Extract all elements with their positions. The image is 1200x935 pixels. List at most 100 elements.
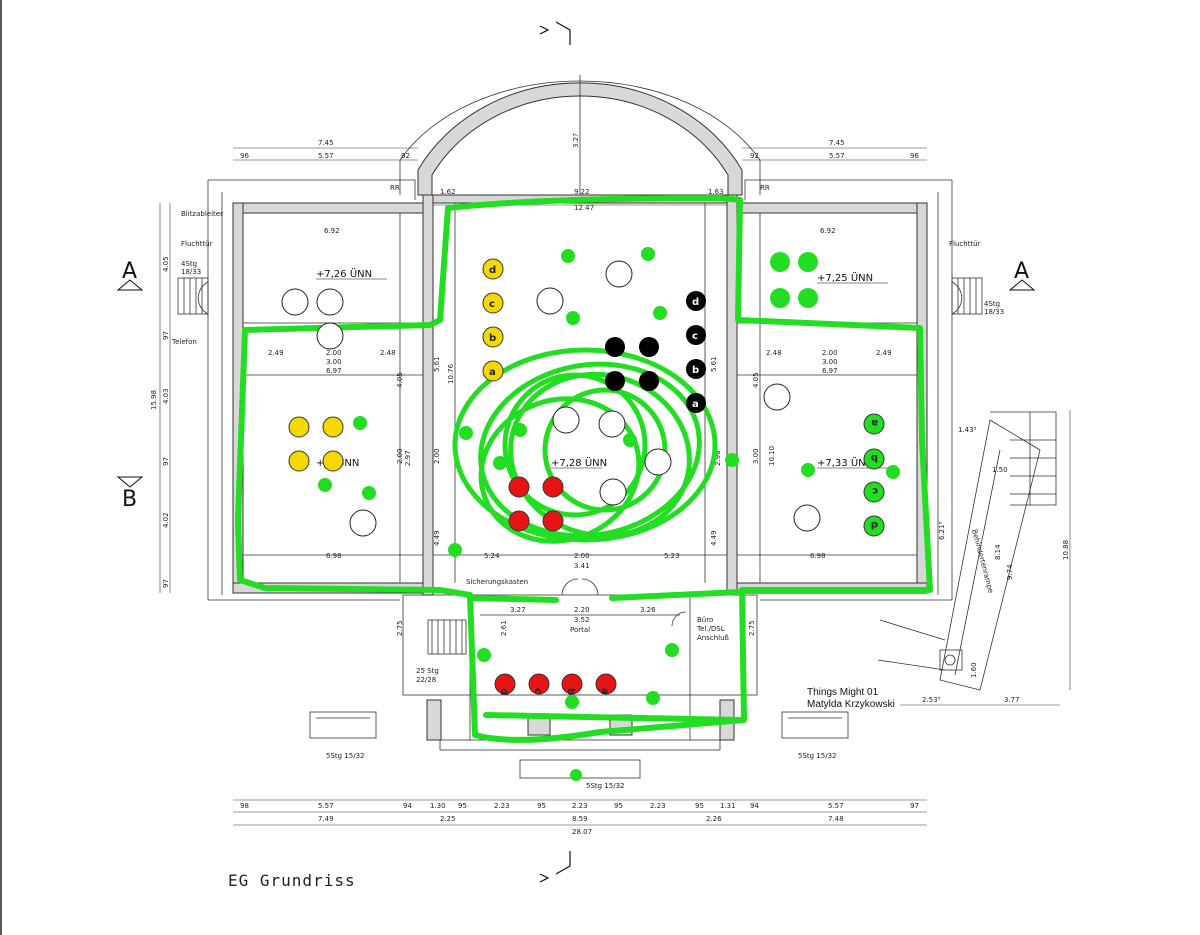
dim-room-16: 6.98 — [810, 552, 826, 560]
dim-bottom-11: 95 — [695, 802, 704, 810]
rr-right-label: RR — [760, 184, 770, 192]
section-markers: A A B — [116, 21, 1036, 883]
svg-text:b: b — [565, 688, 576, 695]
dim-vert-10: 5.61 — [710, 356, 718, 372]
dim-room-6: 2.48 — [766, 349, 782, 357]
dim-vert-15: 2.00 — [396, 448, 404, 464]
dim-lower-12: 10.88 — [1062, 540, 1070, 560]
dim-lower-16: 1.60 — [970, 662, 978, 678]
dim-bottom-21: 28.07 — [572, 828, 592, 836]
black-markers: d c b a — [605, 291, 706, 413]
yellow-marker-b: b — [482, 326, 504, 348]
svg-text:a: a — [599, 688, 610, 695]
plan-lines — [177, 75, 1057, 779]
red-markers: d c b a — [494, 476, 617, 695]
dim-lower-4: 3.26 — [640, 606, 656, 614]
blitzableiter-label: Blitzableiter — [181, 210, 223, 218]
dim-vert-19: 3.00 — [752, 448, 760, 464]
section-b-left-label: B — [122, 487, 137, 512]
svg-text:d: d — [692, 297, 699, 308]
fluchttuer-left-label: Fluchttür — [181, 240, 213, 248]
dimension-texts: 7.45 96 5.57 92 7.45 92 5.57 96 1.62 9.2… — [150, 133, 1070, 836]
dim-bottom-19: 2.26 — [706, 815, 722, 823]
stg5-center-label: 5Stg 15/32 — [586, 782, 624, 790]
red-marker-b: b — [561, 673, 583, 695]
black-marker-a: a — [686, 393, 706, 413]
stg25-ratio: 22/28 — [416, 676, 436, 684]
level-north-east: +7,25 ÜNN — [817, 271, 873, 284]
dim-vert-20: 10.10 — [768, 446, 776, 466]
dim-vert-13: 4.49 — [433, 530, 441, 546]
section-a-right-label: A — [1014, 259, 1029, 284]
dim-vert-4: 4.03 — [162, 388, 170, 404]
svg-text:a: a — [489, 367, 496, 378]
svg-text:d: d — [871, 519, 878, 530]
green-marker-a: a — [863, 413, 885, 435]
dim-lower-14: 8.14 — [994, 544, 1002, 560]
yellow-marker-c: c — [482, 292, 504, 314]
green-lettered-markers: a b c d — [863, 413, 885, 537]
sicherungskasten-label: Sicherungskasten — [466, 578, 528, 586]
green-scribble — [452, 347, 718, 544]
dim-vert-8: 5.61 — [433, 356, 441, 372]
stg-right-label: 4Stg — [984, 300, 1000, 308]
dim-top-mid-c: 1.63 — [708, 188, 724, 196]
dim-bottom-18: 8.59 — [572, 815, 588, 823]
dim-bottom-4: 1.30 — [430, 802, 446, 810]
level-center: +7,28 ÜNN — [551, 456, 607, 469]
svg-text:c: c — [692, 331, 698, 342]
dim-lower-15: 6.21⁵ — [938, 521, 946, 540]
dim-bottom-13: 94 — [750, 802, 759, 810]
dim-vert-6: 4.02 — [162, 512, 170, 528]
dim-top-left-a: 96 — [240, 152, 249, 160]
dim-bottom-15: 97 — [910, 802, 919, 810]
dim-room-14: 3.41 — [574, 562, 590, 570]
dim-bottom-3: 94 — [403, 802, 412, 810]
dim-vert-12: 4.05 — [752, 372, 760, 388]
green-marker-d: d — [863, 515, 885, 537]
dim-bottom-12: 1.31 — [720, 802, 736, 810]
dim-room-1: 2.49 — [268, 349, 284, 357]
dim-top-left-b: 5.57 — [318, 152, 334, 160]
section-a-left-label: A — [122, 259, 137, 284]
stg5-right-label: 5Stg 15/32 — [798, 752, 836, 760]
credit-line-1: Things Might 01 — [807, 687, 879, 698]
dim-bottom-17: 2.25 — [440, 815, 456, 823]
stg-right-ratio: 18/33 — [984, 308, 1004, 316]
level-north-west: +7,26 ÜNN — [316, 267, 372, 280]
dim-top-mid-d: 12.47 — [574, 204, 594, 212]
buero-label-1: Büro — [697, 616, 713, 624]
dim-room-2: 2.00 — [326, 349, 342, 357]
dim-lower-10: 2.53⁵ — [922, 696, 941, 704]
green-marker-b: b — [863, 448, 885, 470]
fluchttuer-right-label: Fluchttür — [949, 240, 981, 248]
yellow-marker-a: a — [482, 360, 504, 382]
red-marker-a: a — [595, 673, 617, 695]
svg-text:a: a — [692, 399, 699, 410]
stg-left-label: 4Stg — [181, 260, 197, 268]
dim-bottom-1: 98 — [240, 802, 249, 810]
dim-lower-3: 3.52 — [574, 616, 590, 624]
dim-vert-16: 2.97 — [404, 450, 412, 466]
portal-label: Portal — [570, 626, 590, 634]
dim-bottom-9: 95 — [614, 802, 623, 810]
dim-room-7: 2.00 — [822, 349, 838, 357]
dim-room-4: 3.00 — [326, 358, 342, 366]
green-marker-c: c — [863, 481, 885, 503]
black-marker-b: b — [686, 359, 706, 379]
dim-lower-2: 2.20 — [574, 606, 590, 614]
dim-top-mid-a: 1.62 — [440, 188, 456, 196]
svg-text:b: b — [871, 452, 878, 463]
dim-bottom-20: 7.48 — [828, 815, 844, 823]
dim-lower-5: 2.75 — [396, 620, 404, 636]
svg-text:c: c — [532, 688, 543, 694]
stg5-left-label: 5Stg 15/32 — [326, 752, 364, 760]
rr-left-label: RR — [390, 184, 400, 192]
yellow-markers: d c b a — [288, 258, 504, 472]
buero-label-2: Tel./DSL — [696, 625, 725, 633]
dim-bottom-5: 95 — [458, 802, 467, 810]
dim-top-left-total: 7.45 — [318, 139, 334, 147]
dim-room-10: 6.97 — [822, 367, 838, 375]
dim-vert-3: 15.98 — [150, 390, 158, 410]
